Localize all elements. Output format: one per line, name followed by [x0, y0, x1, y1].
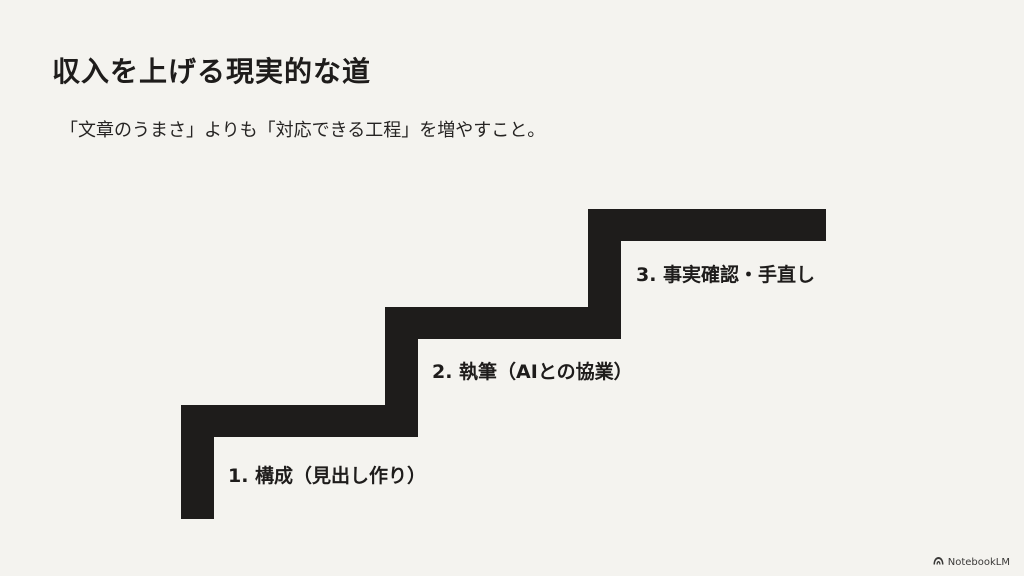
stair-step-1-tread: [181, 405, 418, 437]
slide-title: 収入を上げる現実的な道: [52, 55, 372, 88]
notebooklm-branding: NotebookLM: [933, 556, 1010, 568]
brand-label: NotebookLM: [947, 556, 1010, 568]
stair-step-2-tread: [385, 307, 621, 339]
notebooklm-logo-icon: [933, 556, 944, 568]
step-label-2: 2. 執筆（AIとの協業）: [432, 361, 633, 383]
step-label-3: 3. 事実確認・手直し: [636, 264, 816, 286]
step-label-1: 1. 構成（見出し作り）: [228, 465, 427, 487]
slide-subtitle: 「文章のうまさ」よりも「対応できる工程」を増やすこと。: [60, 120, 546, 141]
stair-step-3-tread: [588, 209, 826, 241]
